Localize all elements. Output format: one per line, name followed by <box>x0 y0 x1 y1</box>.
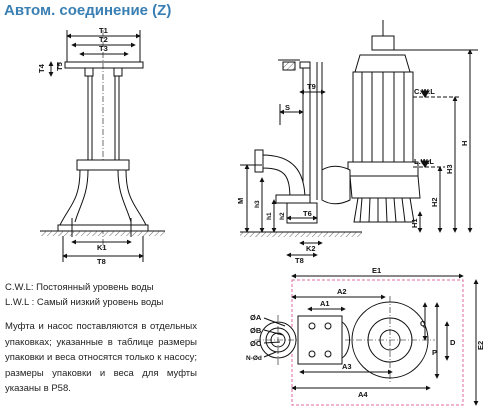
dim-h2s: h2 <box>279 212 286 220</box>
dim-t2: T2 <box>99 35 108 44</box>
legend-cwl: C.W.L: Постоянный уровень воды <box>5 282 154 293</box>
page-title: Автом. соединение (Z) <box>4 2 172 19</box>
description-text: Муфта и насос поставляются в отдельных у… <box>5 321 197 395</box>
dim-t4: T4 <box>37 63 46 73</box>
legend-lwl: L.W.L : Самый низкий уровень воды <box>5 297 164 308</box>
dim-t1: T1 <box>99 26 108 35</box>
dim-t8: T8 <box>97 257 106 266</box>
dim-q: Q <box>420 319 426 328</box>
dim-h3: H3 <box>445 164 454 174</box>
pump-side-view <box>240 20 478 258</box>
dim-ob: ØB <box>250 326 262 335</box>
dim-h1: H1 <box>410 218 419 228</box>
dim-t8-side: T8 <box>295 256 304 265</box>
dim-h3s: h3 <box>254 200 261 208</box>
dim-a3: A3 <box>342 362 352 371</box>
dim-e2: E2 <box>476 341 485 350</box>
dim-p: P <box>432 348 437 357</box>
dim-d: D <box>450 338 456 347</box>
dim-h1s: h1 <box>266 212 273 220</box>
dim-a4: A4 <box>358 390 368 399</box>
dim-oc: ØC <box>250 339 262 348</box>
dim-t9: T9 <box>307 82 316 91</box>
dim-a1: A1 <box>320 299 330 308</box>
dim-a2: A2 <box>337 287 347 296</box>
dim-s: S <box>285 103 290 112</box>
dim-nod: N-Ød <box>246 355 262 362</box>
label-cwl: C.W.L <box>414 87 435 96</box>
coupling-front-view <box>40 30 165 262</box>
dim-m: M <box>236 198 245 204</box>
dim-oa: ØA <box>250 313 262 322</box>
dim-h2: H2 <box>430 197 439 207</box>
label-lwl: L.W.L <box>414 157 434 166</box>
dim-t3: T3 <box>99 44 108 53</box>
dim-h: H <box>460 141 469 146</box>
dim-k1: K1 <box>97 243 107 252</box>
dim-e1: E1 <box>372 266 381 275</box>
dim-t6: T6 <box>303 209 312 218</box>
plan-view <box>255 273 479 406</box>
dim-k2: K2 <box>306 244 316 253</box>
dim-t5: T5 <box>55 62 64 71</box>
